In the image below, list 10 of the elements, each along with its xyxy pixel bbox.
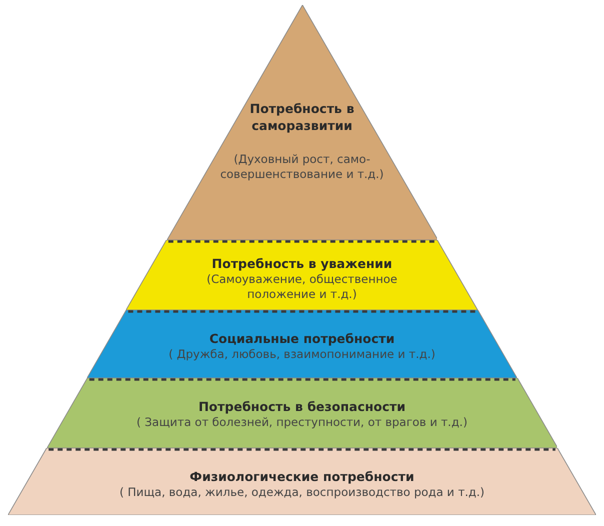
- level-heading: Социальные потребности: [208, 330, 396, 347]
- level-heading: Потребность в безопасности: [197, 398, 406, 415]
- level-heading: Потребность в уважении: [210, 255, 394, 272]
- level-description: (Духовный рост, само-совершенствование и т.д.): [219, 152, 385, 182]
- level-heading: Потребность в саморазвитии: [248, 100, 356, 134]
- level-description: (Самоуважение, общественное положение и т.д.): [206, 272, 398, 302]
- level-description: ( Пища, вода, жилье, одежда, воспроизводство рода и т.д.): [118, 485, 486, 500]
- level-description: ( Защита от болезней, преступности, от врагов и т.д.): [136, 415, 468, 430]
- level-description: ( Дружба, любовь, взаимопонимание и т.д.): [168, 347, 436, 362]
- level-heading: Физиологические потребности: [188, 468, 416, 485]
